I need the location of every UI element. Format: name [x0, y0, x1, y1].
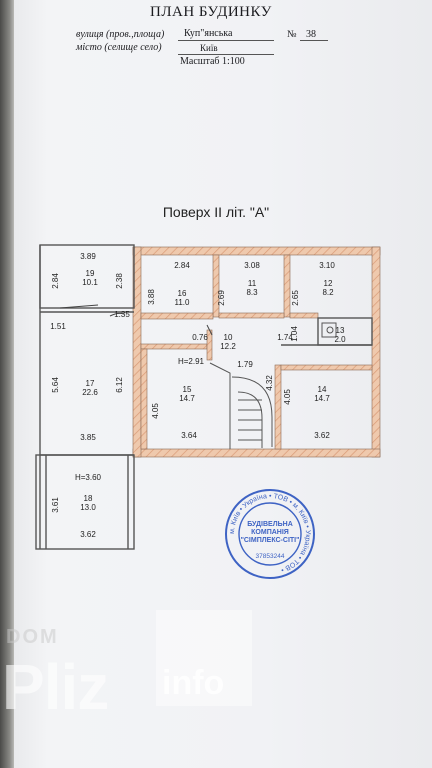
dimension-label: 6.12 [115, 377, 124, 393]
city-underline [178, 54, 274, 55]
stamp-line1: БУДІВЕЛЬНА [247, 521, 293, 528]
room-area-16: 11.0 [175, 298, 191, 307]
exterior-walls [132, 246, 381, 458]
room-number-13: 13 [336, 326, 345, 335]
dimension-label: 1.51 [50, 322, 66, 331]
sink-icon [321, 322, 337, 338]
dimension-label: 3.85 [80, 433, 96, 442]
height-label-3-60: H=3.60 [75, 473, 102, 482]
dimension-label: 3.62 [80, 530, 96, 539]
room-number-10: 10 [224, 333, 233, 342]
dimension-label: 3.89 [80, 252, 96, 261]
room-number-18: 18 [84, 494, 93, 503]
room-area-19: 10.1 [82, 278, 98, 287]
room-area-11: 8.3 [246, 288, 258, 297]
number-value: 38 [306, 29, 316, 40]
dimension-label: 5.64 [51, 377, 60, 393]
room-number-11: 11 [248, 279, 257, 288]
dimension-label: 0.76 [192, 333, 208, 342]
height-label-2-91: H=2.91 [178, 357, 205, 366]
room-area-12: 8.2 [322, 288, 334, 297]
watermark-pliz: Pliz [2, 651, 109, 723]
number-label: № [287, 29, 297, 40]
room-number-15: 15 [183, 385, 192, 394]
dimension-label: 2.84 [51, 273, 60, 289]
dimension-label: 2.84 [174, 261, 190, 270]
dimension-label: 2.38 [115, 273, 124, 289]
dimension-label: 1.04 [290, 326, 299, 342]
room-area-13: 2.0 [334, 335, 346, 344]
room-area-15: 14.7 [179, 394, 195, 403]
room-number-12: 12 [324, 279, 333, 288]
room-number-14: 14 [318, 385, 327, 394]
staircase [209, 362, 273, 449]
stamp-outer-ring [225, 489, 315, 579]
dimension-label: 3.88 [147, 289, 156, 305]
dimension-label: 1.74 [277, 333, 293, 342]
city-label: місто (селище село) [76, 42, 162, 53]
room-number-19: 19 [86, 269, 95, 278]
room-number-16: 16 [178, 289, 187, 298]
dimension-label: 3.62 [314, 431, 330, 440]
company-stamp: м. Київ • Україна • ТОВ • м. Київ • Укра… [222, 486, 318, 582]
plan-sheet [14, 0, 432, 768]
stamp-line4: 37853244 [256, 553, 285, 560]
plan-title: ПЛАН БУДИНКУ [150, 4, 272, 20]
sink-fixture [326, 326, 334, 334]
street-value: Куп"янська [184, 28, 233, 39]
watermark-box [156, 610, 252, 706]
door-marks [59, 304, 213, 336]
dimension-label: 3.08 [244, 261, 260, 270]
book-spine [0, 0, 14, 768]
room-number-17: 17 [86, 379, 95, 388]
stamp-line3: "СІМПЛЕКС-СІТІ" [241, 537, 300, 544]
dimension-label: 4.05 [283, 389, 292, 405]
scale-text: Масштаб 1:100 [180, 56, 245, 67]
watermark-info: info [162, 664, 225, 702]
interior-walls [35, 244, 373, 550]
number-underline [300, 40, 328, 41]
dimension-label: 3.61 [51, 497, 60, 513]
dimension-label: 3.10 [319, 261, 335, 270]
stamp-line2: КОМПАНІЯ [251, 529, 289, 536]
room-area-14: 14.7 [314, 394, 330, 403]
watermark-dom: DOM [6, 626, 59, 648]
room-area-10: 12.2 [220, 342, 236, 351]
floor-title: Поверх II літ. "А" [162, 204, 270, 220]
dimension-label: 2.69 [217, 290, 226, 306]
dimension-label: 4.32 [265, 375, 274, 391]
dimension-label: 1.35 [114, 310, 130, 319]
dimension-label: 2.65 [291, 290, 300, 306]
street-label: вулиця (пров.,площа) [76, 29, 165, 40]
dimension-label: 3.64 [181, 431, 197, 440]
room-area-17: 22.6 [82, 388, 98, 397]
dimension-label: 1.79 [237, 360, 253, 369]
city-value: Київ [200, 43, 218, 53]
stamp-inner-ring [238, 502, 302, 566]
street-underline [178, 40, 274, 41]
room-area-18: 13.0 [80, 503, 96, 512]
dimension-label: 4.05 [151, 403, 160, 419]
